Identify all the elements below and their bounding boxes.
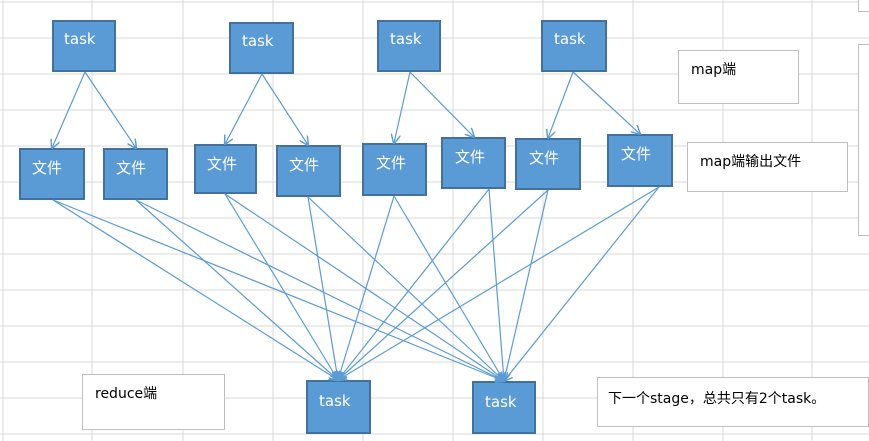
note-map-side: map端: [678, 50, 799, 104]
reduce-task-node-1: task: [306, 380, 371, 434]
file-node-2-label: 文件: [116, 159, 147, 177]
note-reduce-side: reduce端: [82, 374, 225, 430]
map-task-node-1: task: [52, 20, 116, 72]
note-next-stage: 下一个stage，总共只有2个task。: [597, 377, 869, 427]
map-task-node-3-label: task: [390, 30, 422, 48]
reduce-task-node-2: task: [472, 381, 536, 434]
file-node-1: 文件: [19, 148, 85, 200]
map-task-node-2: task: [229, 22, 294, 74]
reduce-task-node-1-label: task: [319, 392, 351, 410]
file-node-4-label: 文件: [289, 156, 320, 174]
map-task-node-1-label: task: [64, 30, 96, 48]
file-node-6: 文件: [441, 137, 506, 189]
map-task-node-3: task: [377, 20, 441, 72]
note-next-stage-text: 下一个stage，总共只有2个task。: [608, 391, 826, 407]
file-node-6-label: 文件: [455, 148, 486, 166]
file-node-8-label: 文件: [621, 145, 652, 163]
file-node-5: 文件: [362, 143, 427, 196]
note-map-side-text: map端: [691, 62, 737, 78]
right-edge-panel: [858, 44, 869, 236]
file-node-4: 文件: [276, 145, 341, 197]
file-node-7: 文件: [515, 138, 581, 190]
file-node-5-label: 文件: [376, 154, 407, 172]
note-map-output: map端输出文件: [687, 142, 848, 192]
reduce-task-node-2-label: task: [485, 393, 517, 411]
file-node-3-label: 文件: [207, 155, 238, 173]
note-map-output-text: map端输出文件: [700, 154, 802, 170]
map-task-node-2-label: task: [242, 32, 274, 50]
right-edge-panel-top: [858, 0, 869, 12]
file-node-7-label: 文件: [529, 149, 560, 167]
file-node-3: 文件: [194, 144, 257, 194]
file-node-2: 文件: [103, 148, 168, 200]
note-reduce-side-text: reduce端: [95, 386, 158, 402]
map-task-node-4-label: task: [554, 30, 586, 48]
file-node-1-label: 文件: [32, 159, 63, 177]
file-node-8: 文件: [607, 134, 673, 187]
map-task-node-4: task: [541, 20, 607, 72]
